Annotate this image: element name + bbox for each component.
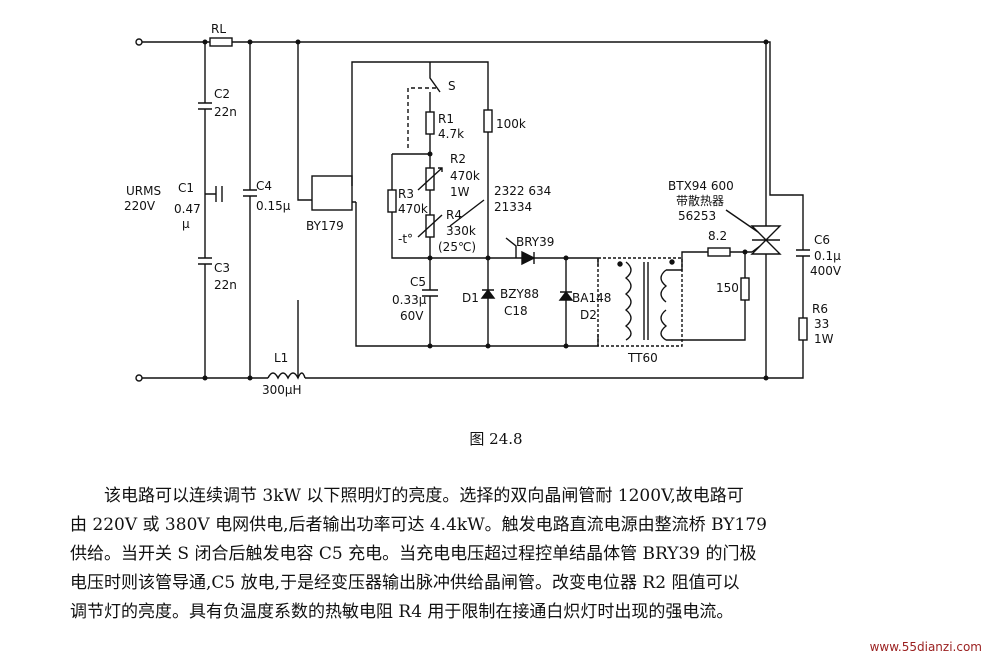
- label-vrms-val: 220V: [124, 199, 156, 213]
- label-part-no2: 21334: [494, 200, 532, 214]
- description-line: 电压时则该管导通,C5 放电,于是经变压器输出脉冲供给晶闸管。改变电位器 R2 …: [70, 573, 740, 593]
- label-c2-val: 22n: [214, 105, 237, 119]
- label-c5: C5: [410, 275, 426, 289]
- switch-s: [429, 62, 441, 93]
- r1-resistor: [425, 111, 435, 135]
- label-r4-temp: (25℃): [438, 240, 476, 254]
- label-l1-val: 300μH: [262, 383, 302, 397]
- label-ba148: BA148: [572, 291, 611, 305]
- label-d1: D1: [462, 291, 479, 305]
- resistor-100k: [483, 109, 493, 133]
- tt60-transformer: [597, 257, 683, 347]
- label-100k: 100k: [496, 117, 526, 131]
- r3-resistor: [387, 189, 397, 213]
- label-r6-val2: 1W: [814, 332, 834, 346]
- label-c5-val1: 0.33μ: [392, 293, 427, 307]
- label-c4: C4: [256, 179, 272, 193]
- resistor-8-2: [707, 247, 731, 257]
- label-l1: L1: [274, 351, 288, 365]
- rl-resistor: [209, 37, 233, 47]
- label-r3-val: 470k: [398, 202, 428, 216]
- label-c3: C3: [214, 261, 230, 275]
- label-d2: D2: [580, 308, 597, 322]
- label-heatsink: 带散热器: [676, 193, 724, 208]
- label-c1-val2: μ: [182, 217, 190, 231]
- r6-resistor: [798, 317, 808, 341]
- label-c1-val1: 0.47: [174, 202, 201, 216]
- label-r4: R4: [446, 208, 462, 222]
- label-r3: R3: [398, 187, 414, 201]
- d1-zener: [480, 288, 496, 299]
- label-r1-val: 4.7k: [438, 127, 464, 141]
- label-vrms: URMS: [126, 184, 161, 198]
- description-line: 供给。当开关 S 闭合后触发电容 C5 充电。当充电电压超过程控单结晶体管 BR…: [70, 544, 757, 564]
- label-tt60: TT60: [627, 351, 658, 365]
- by179-bridge: [311, 175, 353, 211]
- label-bry39: BRY39: [516, 235, 554, 249]
- label-c4-val: 0.15μ: [256, 199, 291, 213]
- label-heatsink-no: 56253: [678, 209, 716, 223]
- label-c6-val2: 400V: [810, 264, 842, 278]
- figure-caption: 图 24.8: [469, 430, 523, 448]
- label-btx94: BTX94 600: [668, 179, 734, 193]
- description-line: 调节灯的亮度。具有负温度系数的热敏电阻 R4 用于限制在接通白炽灯时出现的强电流…: [70, 602, 734, 622]
- wire-top-rail: [142, 41, 804, 250]
- watermark-text: www.55dianzi.com: [869, 640, 982, 654]
- label-c2: C2: [214, 87, 230, 101]
- label-c6: C6: [814, 233, 830, 247]
- description-line: 该电路可以连续调节 3kW 以下照明灯的亮度。选择的双向晶闸管耐 1200V,故…: [104, 486, 744, 506]
- description-text: 该电路可以连续调节 3kW 以下照明灯的亮度。选择的双向晶闸管耐 1200V,故…: [70, 482, 920, 627]
- label-c5-val2: 60V: [400, 309, 424, 323]
- terminal-bottom: [135, 374, 143, 382]
- label-r1: R1: [438, 112, 454, 126]
- l1-inductor: [267, 372, 306, 380]
- description-line: 由 220V 或 380V 电网供电,后者输出功率可达 4.4kW。触发电路直流…: [70, 515, 767, 535]
- label-r2: R2: [450, 152, 466, 166]
- label-r2-val2: 1W: [450, 185, 470, 199]
- label-c18: C18: [504, 304, 528, 318]
- label-part-no1: 2322 634: [494, 184, 551, 198]
- label-temp-t: -t°: [398, 232, 413, 246]
- circuit-schematic: RL C2 22n URMS 220V C1 0.47 μ C4 0.15μ C…: [124, 22, 842, 397]
- label-r4-val: 330k: [446, 224, 476, 238]
- terminal-top: [135, 38, 143, 46]
- label-r6: R6: [812, 302, 828, 316]
- label-8-2: 8.2: [708, 229, 727, 243]
- label-c3-val: 22n: [214, 278, 237, 292]
- d2-diode: [558, 290, 574, 301]
- label-bzy88: BZY88: [500, 287, 539, 301]
- label-c1: C1: [178, 181, 194, 195]
- bry39-put: [521, 250, 536, 266]
- label-rl: RL: [211, 22, 226, 36]
- label-r2-val1: 470k: [450, 169, 480, 183]
- label-by179: BY179: [306, 219, 344, 233]
- resistor-150: [740, 277, 750, 301]
- label-r6-val1: 33: [814, 317, 829, 331]
- label-switch-s: S: [448, 79, 456, 93]
- label-c6-val1: 0.1μ: [814, 249, 841, 263]
- label-150: 150: [716, 281, 739, 295]
